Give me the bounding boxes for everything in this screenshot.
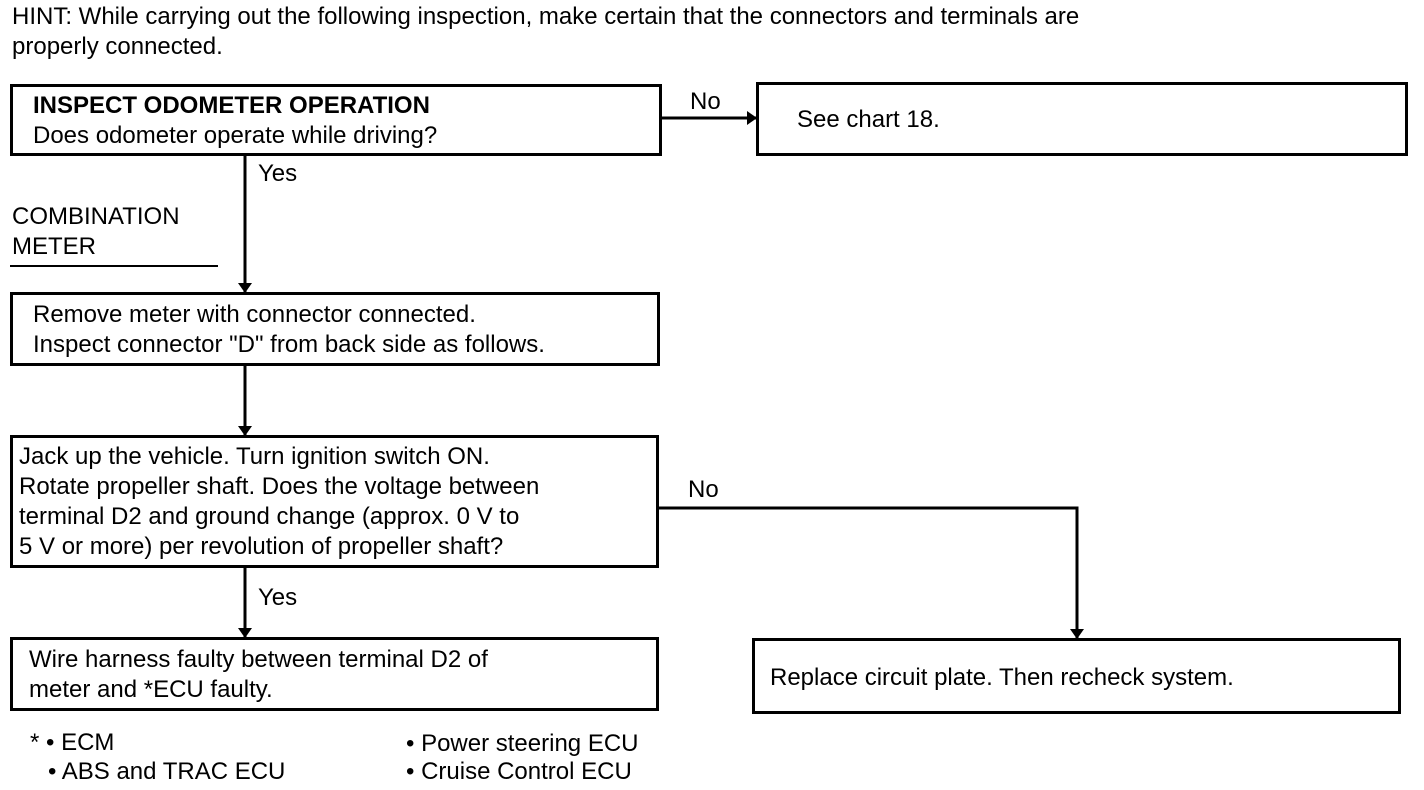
step2-line-1: Remove meter with connector connected. [33,301,476,328]
step1-title: INSPECT ODOMETER OPERATION [33,92,430,119]
section-label-line-1: COMBINATION [12,203,180,230]
footnote-power-steering: • Power steering ECU [406,730,639,757]
result-harness-faulty: Wire harness faulty between terminal D2 … [10,637,659,711]
result-yes-line-2: meter and *ECU faulty. [29,676,273,703]
step1-question: Does odometer operate while driving? [33,122,438,149]
label-yes-2: Yes [258,584,298,611]
chart-reference-box: See chart 18. [756,82,1408,156]
result-replace-circuit-plate: Replace circuit plate. Then recheck syst… [752,638,1401,714]
result-no-text: Replace circuit plate. Then recheck syst… [770,664,1234,691]
step-check-voltage: Jack up the vehicle. Turn ignition switc… [10,435,659,568]
footnote-abs-trac: • ABS and TRAC ECU [48,758,286,785]
step2-line-2: Inspect connector "D" from back side as … [33,331,545,358]
step-inspect-odometer: INSPECT ODOMETER OPERATION Does odometer… [10,84,662,156]
step3-line-1: Jack up the vehicle. Turn ignition switc… [19,443,490,470]
step3-line-4: 5 V or more) per revolution of propeller… [19,533,504,560]
hint-line-1: HINT: While carrying out the following i… [12,3,1080,30]
step3-line-2: Rotate propeller shaft. Does the voltage… [19,473,540,500]
step-remove-meter: Remove meter with connector connected. I… [10,292,660,366]
label-yes-1: Yes [258,160,298,187]
result-yes-line-1: Wire harness faulty between terminal D2 … [29,646,488,673]
footnote-cruise-control: • Cruise Control ECU [406,758,632,785]
section-label-line-2: METER [12,233,96,260]
footnote-ecm: * • ECM [30,729,115,756]
chart-reference-text: See chart 18. [797,106,940,133]
step3-line-3: terminal D2 and ground change (approx. 0… [19,503,520,530]
arrow-no-result [659,506,1084,639]
hint-line-2: properly connected. [12,33,223,60]
label-no-2: No [688,476,719,503]
label-no-1: No [690,88,721,115]
